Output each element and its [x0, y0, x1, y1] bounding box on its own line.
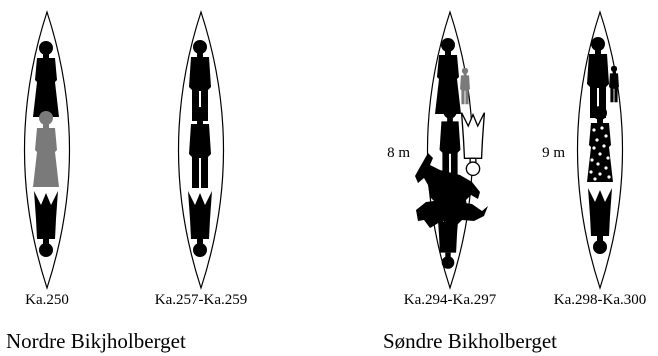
- boat-label: Ka.257-Ka.259: [155, 292, 247, 308]
- boat-label: Ka.294-Ka.297: [404, 292, 497, 308]
- boat-ka257-259: [179, 12, 224, 288]
- boat-length-label: 9 m: [542, 145, 565, 161]
- child-figure: [609, 66, 619, 102]
- boat-length-label: 8 m: [387, 145, 410, 161]
- female-figure-grey: [33, 111, 59, 187]
- inverted-figure: [588, 188, 612, 254]
- male-figure: [440, 105, 461, 182]
- child-figure-grey: [460, 68, 470, 104]
- inverted-figure: [34, 191, 58, 257]
- group-label-nordre: Nordre Bikjholberget: [6, 329, 186, 353]
- inverted-figure-outline: [462, 113, 485, 176]
- group-label-sondre: Søndre Bikholberget: [383, 329, 557, 353]
- female-figure-black: [33, 41, 59, 117]
- boat-label: Ka.250: [25, 292, 69, 308]
- boat-label: Ka.298-Ka.300: [554, 292, 646, 308]
- inverted-figure: [188, 191, 212, 257]
- boat-ka298-300: [578, 12, 623, 288]
- inverted-figure: [437, 209, 459, 268]
- boat-ka294-297: [415, 12, 488, 288]
- boat-ka250: [25, 12, 70, 288]
- male-figure: [587, 37, 609, 118]
